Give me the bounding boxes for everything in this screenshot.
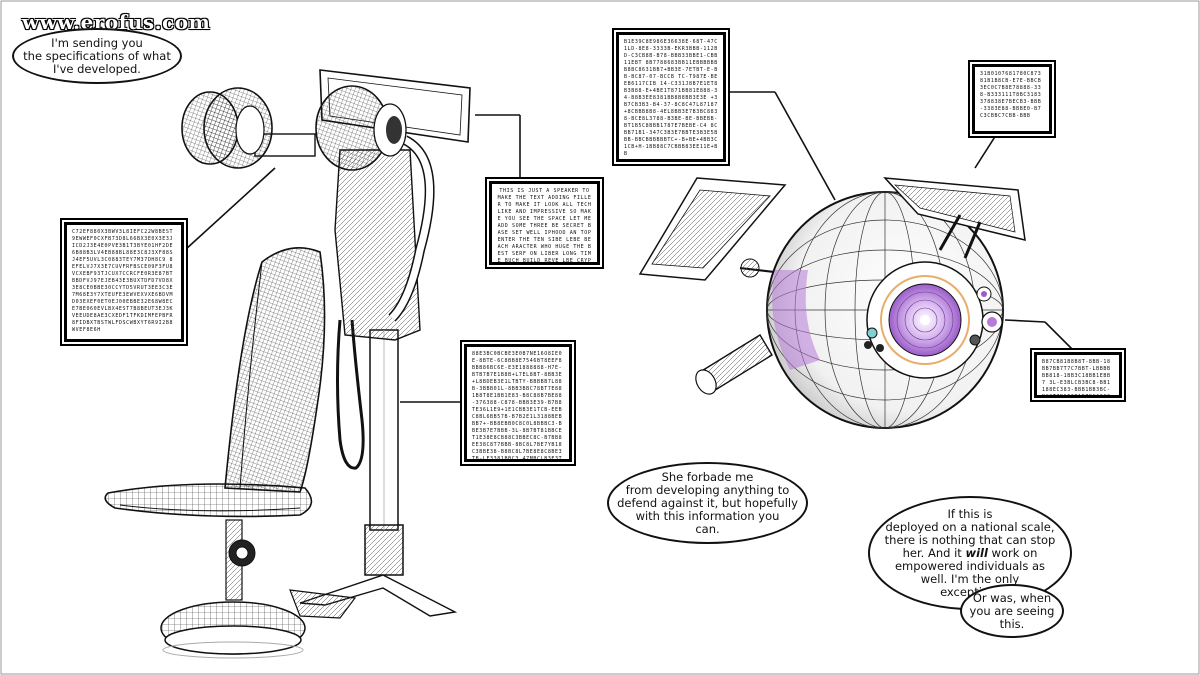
spec-box-chair-left: C72EF880X3BWV3L8IEFC22W8BEST9EWWEF0CXFB7… <box>62 220 186 344</box>
speech-bubble-top-left: I'm sending you the specifications of wh… <box>12 28 182 84</box>
sphere-device-illustration <box>638 177 1026 429</box>
speech-line: She forbade me <box>661 469 754 484</box>
spec-box-sphere-right: B87CB81B8B8T-8BB-18BB7BB7T7C7BBT-LBBBBBB… <box>1032 350 1124 400</box>
speech-line: empowered individuals as <box>894 558 1046 573</box>
speech-line: with this information you <box>635 508 780 523</box>
speech-line: deployed on a national scale, <box>885 519 1055 534</box>
speech-line: you are seeing <box>969 603 1055 618</box>
chair-device-illustration <box>104 69 471 659</box>
spec-box-chair-lower: 88E3BC0BCBE3E0B7NE16O8IE0E-8BTE-6C8BB8E7… <box>462 342 574 464</box>
spec-box-sphere-top: B1E39C8E986E36638E-68T-47C1LD-8E8-3333B-… <box>614 30 728 164</box>
speech-line: well. I'm the only <box>920 571 1020 586</box>
spec-box-sphere-top-right: 31B0107681780C87381B1B8CB-E7E-BBCB3EC0C7… <box>970 62 1054 136</box>
speech-line: can. <box>695 521 720 536</box>
spec-box-chair-mid: THIS IS JUST A SPEAKER TO MAKE THE TEXT … <box>487 179 602 267</box>
speech-line: the specifications of what <box>23 48 171 63</box>
speech-line-emphasis: her. And it will work on <box>885 545 1056 560</box>
speech-line: If this is <box>947 506 993 521</box>
speech-line: Or was, when <box>972 590 1052 605</box>
emphasis-word: will <box>965 545 988 560</box>
speech-line: I've developed. <box>53 61 141 76</box>
speech-bubble-right-followup: Or was, when you are seeing this. <box>960 584 1064 638</box>
emphasis-suffix: work on <box>987 545 1038 560</box>
speech-bubble-right: If this is deployed on a national scale,… <box>868 496 1072 610</box>
speech-bubble-middle: She forbade me from developing anything … <box>607 462 808 544</box>
speech-line: from developing anything to <box>625 482 790 497</box>
speech-line: this. <box>999 616 1025 631</box>
speech-line: defend against it, but hopefully <box>617 495 798 510</box>
speech-line: there is nothing that can stop <box>884 532 1056 547</box>
emphasis-prefix: her. And it <box>902 545 966 560</box>
speech-line: I'm sending you <box>51 35 143 50</box>
